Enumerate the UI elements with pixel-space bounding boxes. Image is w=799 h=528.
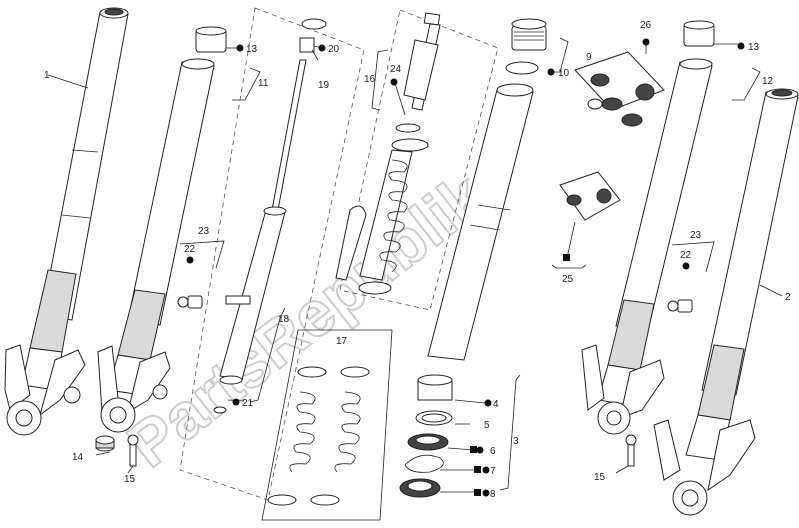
callout-3: 3 [513,436,519,447]
right-fork-leg-part-2 [653,88,799,516]
clamp-assembly-26 [574,51,665,127]
callout-10: 10 [558,68,570,79]
callout-22-left: 22 [184,244,196,255]
filled-circle-markers [186,38,745,497]
callout-15-right: 15 [594,472,606,483]
washer-14 [95,435,115,452]
callout-6: 6 [490,446,496,457]
callout-23-right: 23 [690,230,702,241]
callout-21: 21 [242,398,254,409]
screw-15-right [625,434,637,467]
callout-13-right: 13 [748,42,760,53]
callout-7: 7 [490,466,496,477]
top-cap-13-left [195,26,227,53]
leader-lines [47,37,783,493]
main-spring [358,149,413,295]
center-left-fork-leg [97,58,215,433]
cap-9 [511,18,547,51]
callout-20: 20 [328,44,340,55]
bushing-22-right [667,299,693,313]
ring-20 [301,18,327,30]
callout-25: 25 [562,274,574,285]
callout-13-left: 13 [246,44,258,55]
callout-17: 17 [336,336,348,347]
callout-24: 24 [390,64,402,75]
spacer-tube [335,205,367,281]
clamp-assembly-25 [559,171,621,221]
outer-tube-center-right [427,83,534,361]
callout-12: 12 [762,76,774,87]
washer-5 [415,410,453,426]
callout-22-right: 22 [680,250,692,261]
spare-springs [267,366,370,506]
damper-rod-16-24 [391,12,441,152]
callout-2: 2 [785,292,791,303]
callout-19: 19 [318,80,330,91]
bushing-22-left [177,295,203,309]
callout-5: 5 [484,420,490,431]
ring-10 [505,61,539,75]
cartridge-rod-18 [213,59,307,414]
callout-16: 16 [364,74,376,85]
callout-1: 1 [44,70,50,81]
callout-14: 14 [72,452,84,463]
callout-8: 8 [490,489,496,500]
screw-15-left [127,434,139,467]
callout-9: 9 [586,52,592,63]
clip-7 [404,454,444,473]
callout-26: 26 [640,20,652,31]
filled-square-markers [470,254,570,496]
callout-4: 4 [493,399,499,410]
dust-seal-8 [399,478,441,498]
callout-18: 18 [278,314,290,325]
center-right-fork-leg [581,20,715,435]
spare-spring-box-17 [261,329,393,521]
callout-labels: 1 2 3 4 5 6 7 8 9 10 11 12 13 13 14 15 1… [44,20,791,500]
seal-6 [407,433,449,451]
callout-23-left: 23 [198,226,210,237]
left-fork-leg-part-1 [4,7,129,436]
callout-15-left: 15 [124,474,136,485]
callout-11: 11 [258,78,269,89]
bushing-4 [417,374,453,401]
nut-19 [299,37,315,53]
